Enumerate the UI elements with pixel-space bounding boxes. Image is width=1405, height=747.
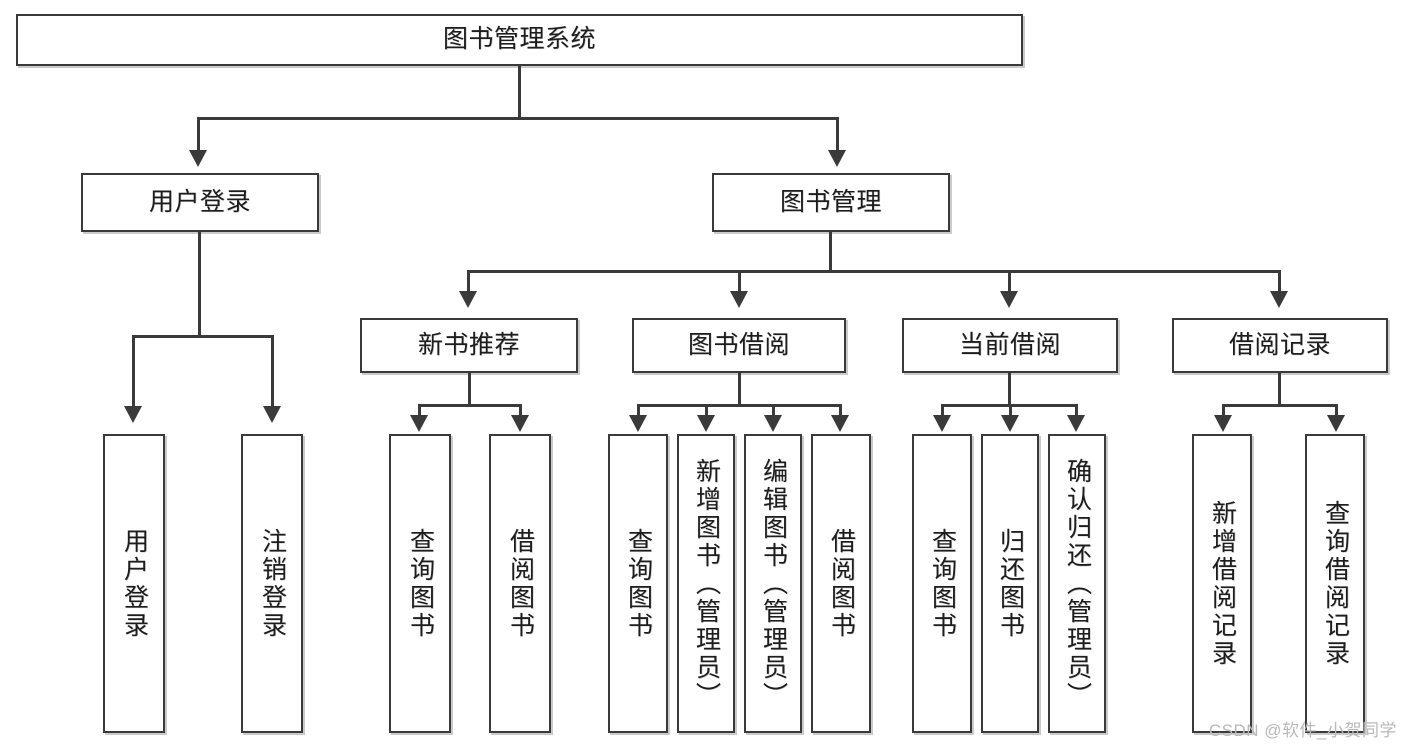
arrow-to-book-borrow <box>730 291 748 308</box>
node-label: 借阅图书 <box>506 527 535 640</box>
connector-bb-drop-2 <box>705 404 708 416</box>
connector-user-login-drop-1 <box>132 335 135 407</box>
node-label: 图书管理 <box>779 187 882 216</box>
leaf-cb-return-book[interactable]: 归还图书 <box>981 434 1039 733</box>
connector-book-borrow-bus <box>637 404 842 407</box>
node-label: 确认归还（管理员） <box>1063 457 1092 710</box>
connector-book-borrow-stem <box>738 373 741 407</box>
connector-br-drop-1 <box>1222 404 1225 416</box>
arrow-to-bb-edit-book <box>764 415 782 432</box>
connector-br-drop-2 <box>1335 404 1338 416</box>
connector-user-login-bus <box>132 335 274 338</box>
node-new-book-recommend[interactable]: 新书推荐 <box>360 318 578 373</box>
arrow-to-bb-add-book <box>697 415 715 432</box>
connector-nb-drop-2 <box>519 404 522 416</box>
node-book-management-system[interactable]: 图书管理系统 <box>16 14 1023 66</box>
node-label: 借阅图书 <box>827 527 856 640</box>
arrow-root-to-user-login <box>189 150 207 167</box>
connector-new-book-stem <box>468 373 471 407</box>
arrow-to-user-login-leaf <box>124 406 142 423</box>
arrow-to-br-query-record <box>1327 415 1345 432</box>
arrow-to-current-borrow <box>1000 291 1018 308</box>
node-label: 归还图书 <box>996 527 1025 640</box>
leaf-bb-borrow-book[interactable]: 借阅图书 <box>811 434 871 733</box>
arrow-to-bb-borrow-book <box>831 415 849 432</box>
connector-cb-drop-1 <box>941 404 944 416</box>
node-current-borrow[interactable]: 当前借阅 <box>902 318 1118 373</box>
connector-current-borrow-stem <box>1008 373 1011 407</box>
arrow-to-nb-query-book <box>410 415 428 432</box>
connector-user-login-drop-2 <box>271 335 274 407</box>
leaf-bb-query-book[interactable]: 查询图书 <box>608 434 668 733</box>
arrow-to-logout-leaf <box>263 406 281 423</box>
connector-root-stem <box>518 66 521 119</box>
connector-bb-drop-1 <box>637 404 640 416</box>
node-label: 图书管理系统 <box>442 25 596 54</box>
connector-root-bus <box>197 117 838 120</box>
connector-bm-drop-4 <box>1278 270 1281 292</box>
csdn-watermark: CSDN @软件_小贺同学 <box>1208 721 1397 740</box>
connector-root-drop-2 <box>836 117 839 151</box>
node-label: 新增借阅记录 <box>1208 499 1237 668</box>
node-label: 借阅记录 <box>1228 330 1331 359</box>
arrow-to-bb-query-book <box>629 415 647 432</box>
node-label: 新书推荐 <box>417 330 520 359</box>
connector-borrow-record-stem <box>1278 373 1281 407</box>
arrow-to-new-book-recommend <box>459 291 477 308</box>
arrow-to-borrow-record <box>1270 291 1288 308</box>
arrow-to-cb-query-book <box>933 415 951 432</box>
connector-bm-drop-2 <box>738 270 741 292</box>
arrow-to-cb-return-book <box>1001 415 1019 432</box>
arrow-to-cb-confirm-return <box>1067 415 1085 432</box>
connector-bm-drop-3 <box>1008 270 1011 292</box>
connector-cb-drop-2 <box>1009 404 1012 416</box>
leaf-br-add-record[interactable]: 新增借阅记录 <box>1192 434 1252 733</box>
node-label: 用户登录 <box>148 187 251 216</box>
connector-cb-drop-3 <box>1075 404 1078 416</box>
connector-bb-drop-4 <box>839 404 842 416</box>
leaf-cb-query-book[interactable]: 查询图书 <box>912 434 972 733</box>
node-label: 当前借阅 <box>958 330 1061 359</box>
leaf-nb-borrow-book[interactable]: 借阅图书 <box>489 434 551 733</box>
connector-bm-drop-1 <box>467 270 470 292</box>
connector-new-book-bus <box>418 404 522 407</box>
arrow-to-br-add-record <box>1214 415 1232 432</box>
node-label: 查询借阅记录 <box>1321 499 1350 668</box>
connector-borrow-record-bus <box>1222 404 1338 407</box>
arrow-to-nb-borrow-book <box>511 415 529 432</box>
leaf-bb-edit-book[interactable]: 编辑图书（管理员） <box>744 434 802 733</box>
leaf-logout[interactable]: 注销登录 <box>241 434 303 733</box>
node-label: 编辑图书（管理员） <box>759 457 788 710</box>
connector-nb-drop-1 <box>418 404 421 416</box>
node-label: 注销登录 <box>258 527 287 640</box>
connector-book-management-bus <box>467 270 1281 273</box>
node-borrow-record[interactable]: 借阅记录 <box>1172 318 1388 373</box>
leaf-user-login[interactable]: 用户登录 <box>103 434 165 733</box>
node-label: 新增图书（管理员） <box>692 457 721 710</box>
node-label: 查询图书 <box>624 527 653 640</box>
leaf-bb-add-book[interactable]: 新增图书（管理员） <box>677 434 735 733</box>
node-label: 用户登录 <box>120 527 149 640</box>
connector-root-drop-1 <box>197 117 200 151</box>
connector-book-management-stem <box>829 232 832 273</box>
connector-bb-drop-3 <box>772 404 775 416</box>
leaf-cb-confirm-return[interactable]: 确认归还（管理员） <box>1048 434 1106 733</box>
leaf-br-query-record[interactable]: 查询借阅记录 <box>1305 434 1365 733</box>
connector-user-login-stem <box>198 232 201 337</box>
node-label: 图书借阅 <box>687 330 790 359</box>
node-book-borrow[interactable]: 图书借阅 <box>632 318 846 373</box>
arrow-root-to-book-management <box>828 150 846 167</box>
node-label: 查询图书 <box>928 527 957 640</box>
node-label: 查询图书 <box>406 527 435 640</box>
leaf-nb-query-book[interactable]: 查询图书 <box>389 434 451 733</box>
node-book-management[interactable]: 图书管理 <box>712 173 950 232</box>
node-user-login[interactable]: 用户登录 <box>81 173 319 232</box>
